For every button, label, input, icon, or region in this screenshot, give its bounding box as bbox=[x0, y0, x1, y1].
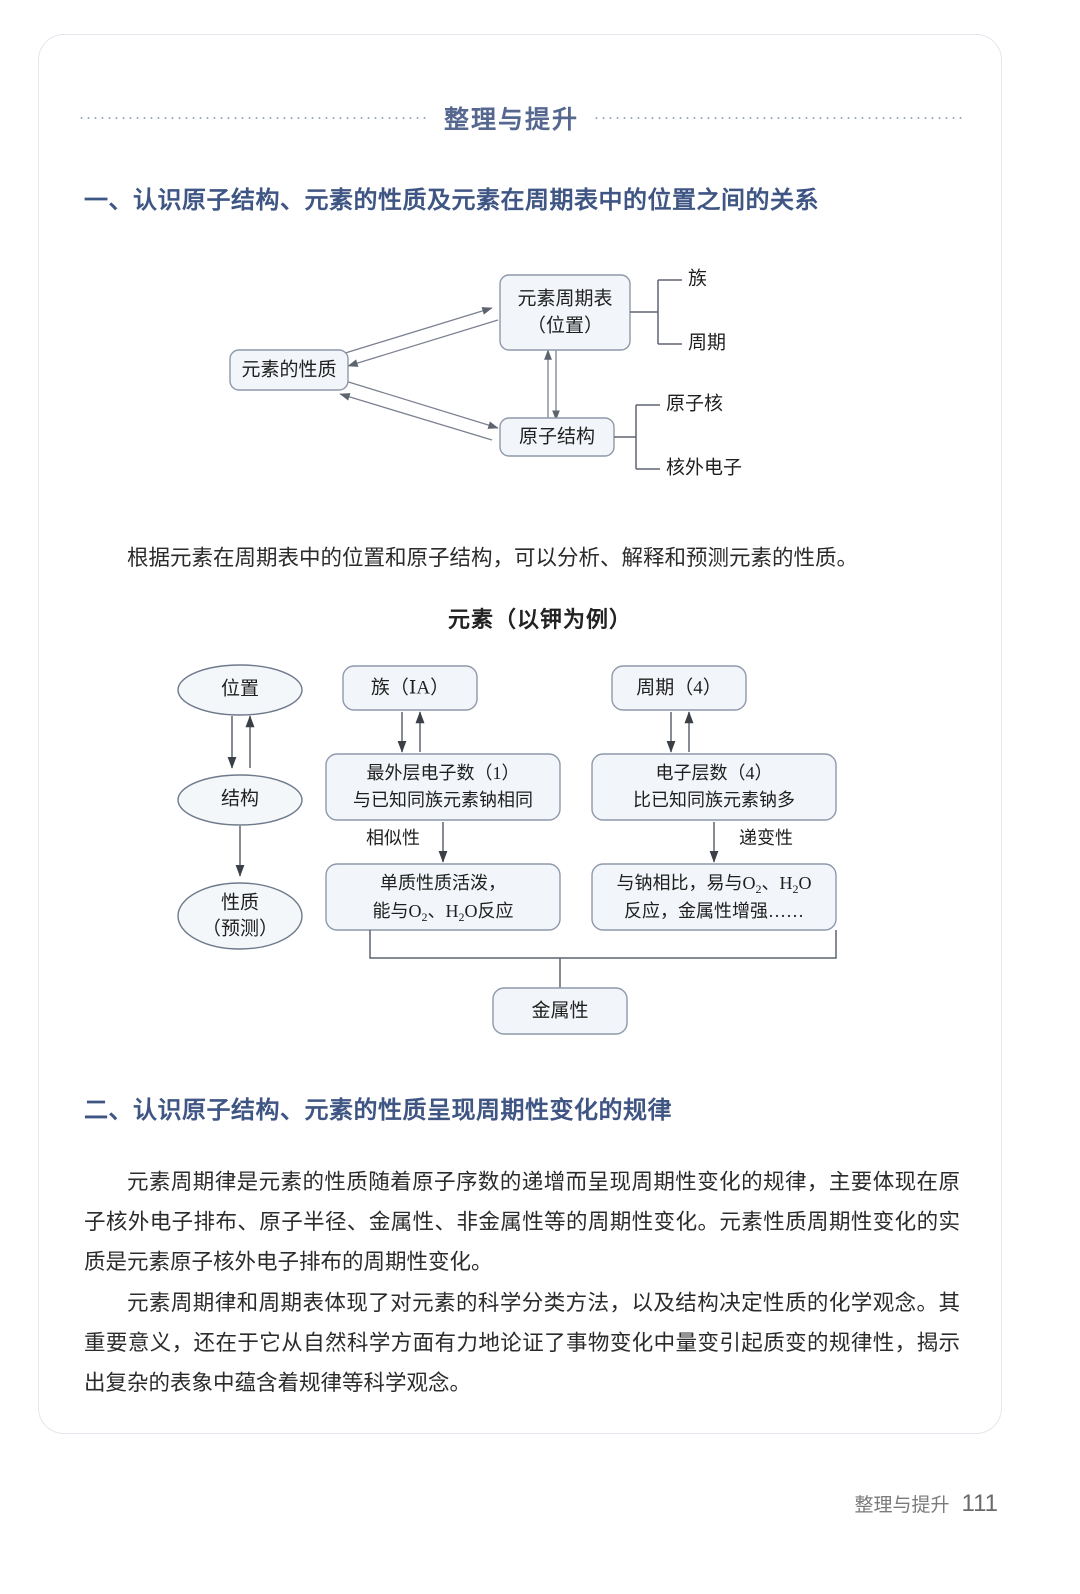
section-one-heading: 一、认识原子结构、元素的性质及元素在周期表中的位置之间的关系 bbox=[84, 187, 819, 214]
arrow-table-to-structure bbox=[544, 349, 560, 421]
node-result-middle-line2: 能与O2、H2O反应 bbox=[373, 901, 514, 924]
node-atomic-structure-label: 原子结构 bbox=[519, 425, 595, 447]
arrow-label-similarity: 相似性 bbox=[366, 828, 420, 848]
arrow-position-structure bbox=[227, 715, 255, 769]
branch-label-group: 族 bbox=[688, 267, 707, 289]
node-periodic-table-line2: （位置） bbox=[527, 314, 603, 336]
node-periodic-table: 元素周期表 （位置） bbox=[499, 274, 631, 351]
chapter-title: 整理与提升 bbox=[444, 106, 580, 134]
node-structure: 结构 bbox=[177, 774, 303, 826]
node-position: 位置 bbox=[177, 664, 303, 716]
node-electron-shells-line2: 比已知同族元素钠多 bbox=[633, 790, 795, 810]
node-compare-with-sodium: 与钠相比，易与O2、H2O 反应，金属性增强…… bbox=[591, 863, 837, 931]
node-property-line2: （预测） bbox=[202, 917, 278, 939]
section-two-paragraph-two: 元素周期律和周期表体现了对元素的科学分类方法，以及结构决定性质的化学观念。其重要… bbox=[84, 1290, 960, 1395]
branch-atomic-structure: 原子核 核外电子 bbox=[614, 392, 742, 478]
node-outer-electrons-line1: 最外层电子数（1） bbox=[367, 763, 520, 783]
node-atomic-structure: 原子结构 bbox=[499, 417, 615, 457]
section-one-paragraph: 根据元素在周期表中的位置和原子结构，可以分析、解释和预测元素的性质。 bbox=[127, 545, 859, 570]
branch-label-extranuclear-electron: 核外电子 bbox=[666, 456, 742, 478]
node-outer-electrons: 最外层电子数（1） 与已知同族元素钠相同 bbox=[325, 753, 561, 821]
node-period-label: 周期（4） bbox=[636, 676, 722, 698]
chapter-header: 整理与提升 bbox=[78, 98, 962, 138]
node-result-right-line1: 与钠相比，易与O2、H2O bbox=[617, 873, 812, 896]
branch-label-nucleus: 原子核 bbox=[666, 392, 723, 414]
bracket-to-metallicity bbox=[369, 930, 837, 988]
node-group: 族（ⅠA） bbox=[342, 665, 478, 711]
node-metallicity-label: 金属性 bbox=[531, 999, 588, 1021]
section-two-heading: 二、认识原子结构、元素的性质呈现周期性变化的规律 bbox=[84, 1097, 672, 1124]
dotted-rule-left bbox=[78, 117, 430, 119]
node-property-line1: 性质 bbox=[221, 891, 259, 913]
node-metallicity: 金属性 bbox=[492, 987, 628, 1035]
node-period: 周期（4） bbox=[611, 665, 747, 711]
node-group-label: 族（ⅠA） bbox=[371, 676, 449, 698]
page-footer: 整理与提升 111 bbox=[855, 1490, 999, 1518]
arrow-property-to-structure bbox=[339, 379, 499, 441]
node-electron-shells-line1: 电子层数（4） bbox=[656, 763, 773, 783]
figure-potassium-example-diagram: 位置 结构 性质 （预测） 族（ⅠA） 最外层电子数（1） 与已 bbox=[140, 648, 940, 1048]
arrow-period-electron-shells bbox=[666, 711, 694, 753]
node-simple-substance-active: 单质性质活泼， 能与O2、H2O反应 bbox=[325, 863, 561, 931]
branch-label-period: 周期 bbox=[688, 331, 726, 353]
node-outer-electrons-line2: 与已知同族元素钠相同 bbox=[353, 790, 533, 810]
footer-chapter-label: 整理与提升 bbox=[854, 1495, 950, 1516]
branch-periodic-table: 族 周期 bbox=[630, 267, 726, 353]
figure-relationship-diagram: 元素周期表 （位置） 元素的性质 原子结构 族 周期 原子核 核外电子 bbox=[229, 250, 850, 480]
node-electron-shells: 电子层数（4） 比已知同族元素钠多 bbox=[591, 753, 837, 821]
section-two-paragraph-one: 元素周期律是元素的性质随着原子序数的递增而呈现周期性变化的规律，主要体现在原子核… bbox=[84, 1169, 960, 1274]
node-structure-label: 结构 bbox=[221, 787, 259, 809]
node-property-prediction: 性质 （预测） bbox=[177, 882, 303, 950]
arrow-group-outer-electrons bbox=[397, 711, 425, 753]
node-position-label: 位置 bbox=[221, 677, 259, 699]
footer-page-number: 111 bbox=[961, 1490, 998, 1517]
figure-two-title: 元素（以钾为例） bbox=[447, 607, 632, 632]
node-result-middle-line1: 单质性质活泼， bbox=[380, 873, 506, 893]
node-element-property-label: 元素的性质 bbox=[241, 358, 336, 380]
page-frame bbox=[38, 34, 1002, 1434]
arrow-label-gradation: 递变性 bbox=[739, 828, 793, 848]
node-periodic-table-line1: 元素周期表 bbox=[517, 287, 612, 309]
node-element-property: 元素的性质 bbox=[229, 349, 349, 391]
dotted-rule-right bbox=[593, 117, 962, 119]
node-result-right-line2: 反应，金属性增强…… bbox=[624, 901, 804, 921]
arrow-property-to-table bbox=[341, 307, 499, 367]
